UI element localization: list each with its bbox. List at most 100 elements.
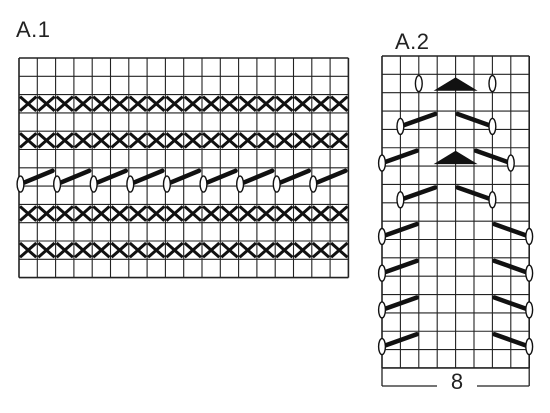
cross-cable-stroke: [202, 205, 221, 222]
stitch-count-label: 8: [437, 369, 477, 395]
stitch-loop-icon: [199, 175, 208, 193]
cross-cable-stroke: [55, 241, 74, 259]
stitch-loop-icon: [377, 264, 387, 282]
decrease-triangle-icon: [433, 77, 478, 91]
slip-stitch-bar: [18, 168, 55, 187]
cross-cable-stroke: [92, 205, 111, 222]
stitch-loop-icon: [52, 175, 62, 193]
cross-cable-stroke: [293, 132, 312, 149]
cross-cable-stroke: [147, 241, 166, 259]
cross-cable-stroke: [202, 132, 221, 149]
cross-cable-stroke: [238, 132, 257, 149]
cross-cable-stroke: [147, 95, 166, 113]
slip-stitch-bar: [398, 111, 438, 129]
cross-cable-stroke: [73, 132, 93, 149]
stitch-loop-icon: [377, 337, 387, 356]
cross-cable-stroke: [147, 205, 166, 222]
cross-cable-stroke: [256, 241, 276, 259]
slip-stitch-bar: [492, 221, 532, 239]
stitch-loop-icon: [162, 175, 172, 193]
cross-cable-stroke: [311, 205, 331, 222]
cross-cable-stroke: [293, 95, 312, 113]
cross-cable-stroke: [202, 241, 221, 259]
cross-cable-stroke: [183, 205, 202, 222]
cross-cable-stroke: [110, 132, 129, 149]
chart-a1-grid: [16, 57, 350, 279]
slip-stitch-bar: [455, 111, 495, 129]
cross-cable-stroke: [165, 241, 184, 259]
slip-stitch-bar: [164, 168, 202, 187]
stitch-loop-icon: [525, 337, 534, 356]
cross-cable-stroke: [110, 241, 129, 259]
slip-stitch-bar: [379, 148, 420, 166]
cross-cable-stroke: [202, 95, 221, 113]
cross-cable-stroke: [73, 241, 93, 259]
cross-cable-stroke: [330, 95, 349, 113]
stitch-loop-icon: [525, 227, 534, 246]
cross-cable-stroke: [19, 95, 38, 113]
stitch-loop-icon: [89, 175, 98, 193]
cross-cable-stroke: [92, 95, 111, 113]
cross-cable-stroke: [275, 205, 294, 222]
cross-cable-stroke: [220, 95, 239, 113]
cross-cable-stroke: [220, 205, 239, 222]
slip-stitch-bar: [492, 258, 532, 276]
cross-cable-stroke: [238, 205, 257, 222]
stitch-loop-icon: [309, 175, 318, 193]
diagram-a2-label: A.2: [395, 29, 430, 54]
slip-stitch-bar: [54, 168, 92, 187]
slip-stitch-bar: [201, 168, 238, 187]
cross-cable-stroke: [19, 241, 38, 259]
cross-cable-stroke: [73, 95, 93, 113]
stitch-loop-icon: [488, 117, 497, 136]
slip-stitch-bar: [128, 168, 165, 187]
cross-cable-stroke: [311, 241, 331, 259]
cross-cable-stroke: [37, 132, 56, 149]
decrease-triangle-icon: [433, 150, 478, 165]
cross-cable-stroke: [293, 241, 312, 259]
cross-cable-stroke: [330, 241, 349, 259]
cross-cable-stroke: [183, 132, 202, 149]
cross-cable-stroke: [110, 205, 129, 222]
cross-cable-stroke: [293, 205, 312, 222]
cross-cable-stroke: [220, 241, 239, 259]
cross-cable-stroke: [37, 95, 56, 113]
cross-cable-stroke: [183, 95, 202, 113]
cross-cable-stroke: [256, 132, 276, 149]
cross-cable-stroke: [275, 132, 294, 149]
stitch-loop-icon: [396, 191, 405, 209]
cross-cable-stroke: [183, 241, 202, 259]
cross-cable-stroke: [110, 95, 129, 113]
stitch-loop-icon: [525, 301, 534, 319]
slip-stitch-bar: [379, 221, 420, 239]
cross-cable-stroke: [37, 205, 56, 222]
cross-cable-stroke: [238, 241, 257, 259]
cross-cable-stroke: [19, 132, 38, 149]
stitch-loop-icon: [506, 154, 515, 172]
slip-stitch-bar: [237, 168, 275, 187]
slip-stitch-bar: [379, 258, 420, 276]
stitch-loop-icon: [272, 175, 281, 193]
slip-stitch-bar: [473, 148, 514, 166]
cross-cable-stroke: [73, 205, 93, 222]
slip-stitch-bar: [398, 185, 438, 203]
cross-cable-stroke: [19, 205, 38, 222]
stitch-loop-icon: [16, 175, 25, 193]
cross-cable-stroke: [92, 241, 111, 259]
slip-stitch-bar: [91, 168, 129, 187]
stitch-loop-icon: [236, 175, 245, 193]
diagram-a1-label: A.1: [16, 17, 51, 42]
slip-stitch-bar: [492, 295, 532, 313]
cross-cable-stroke: [220, 132, 239, 149]
slip-stitch-bar: [274, 168, 312, 187]
cross-cable-stroke: [165, 205, 184, 222]
slip-stitch-bar: [379, 332, 420, 349]
cross-cable-stroke: [330, 132, 349, 149]
cross-cable-stroke: [275, 241, 294, 259]
cross-cable-stroke: [311, 132, 331, 149]
cross-cable-stroke: [55, 205, 74, 222]
cross-cable-stroke: [165, 132, 184, 149]
stitch-loop-icon: [377, 227, 387, 246]
stitch-loop-icon: [414, 74, 423, 93]
